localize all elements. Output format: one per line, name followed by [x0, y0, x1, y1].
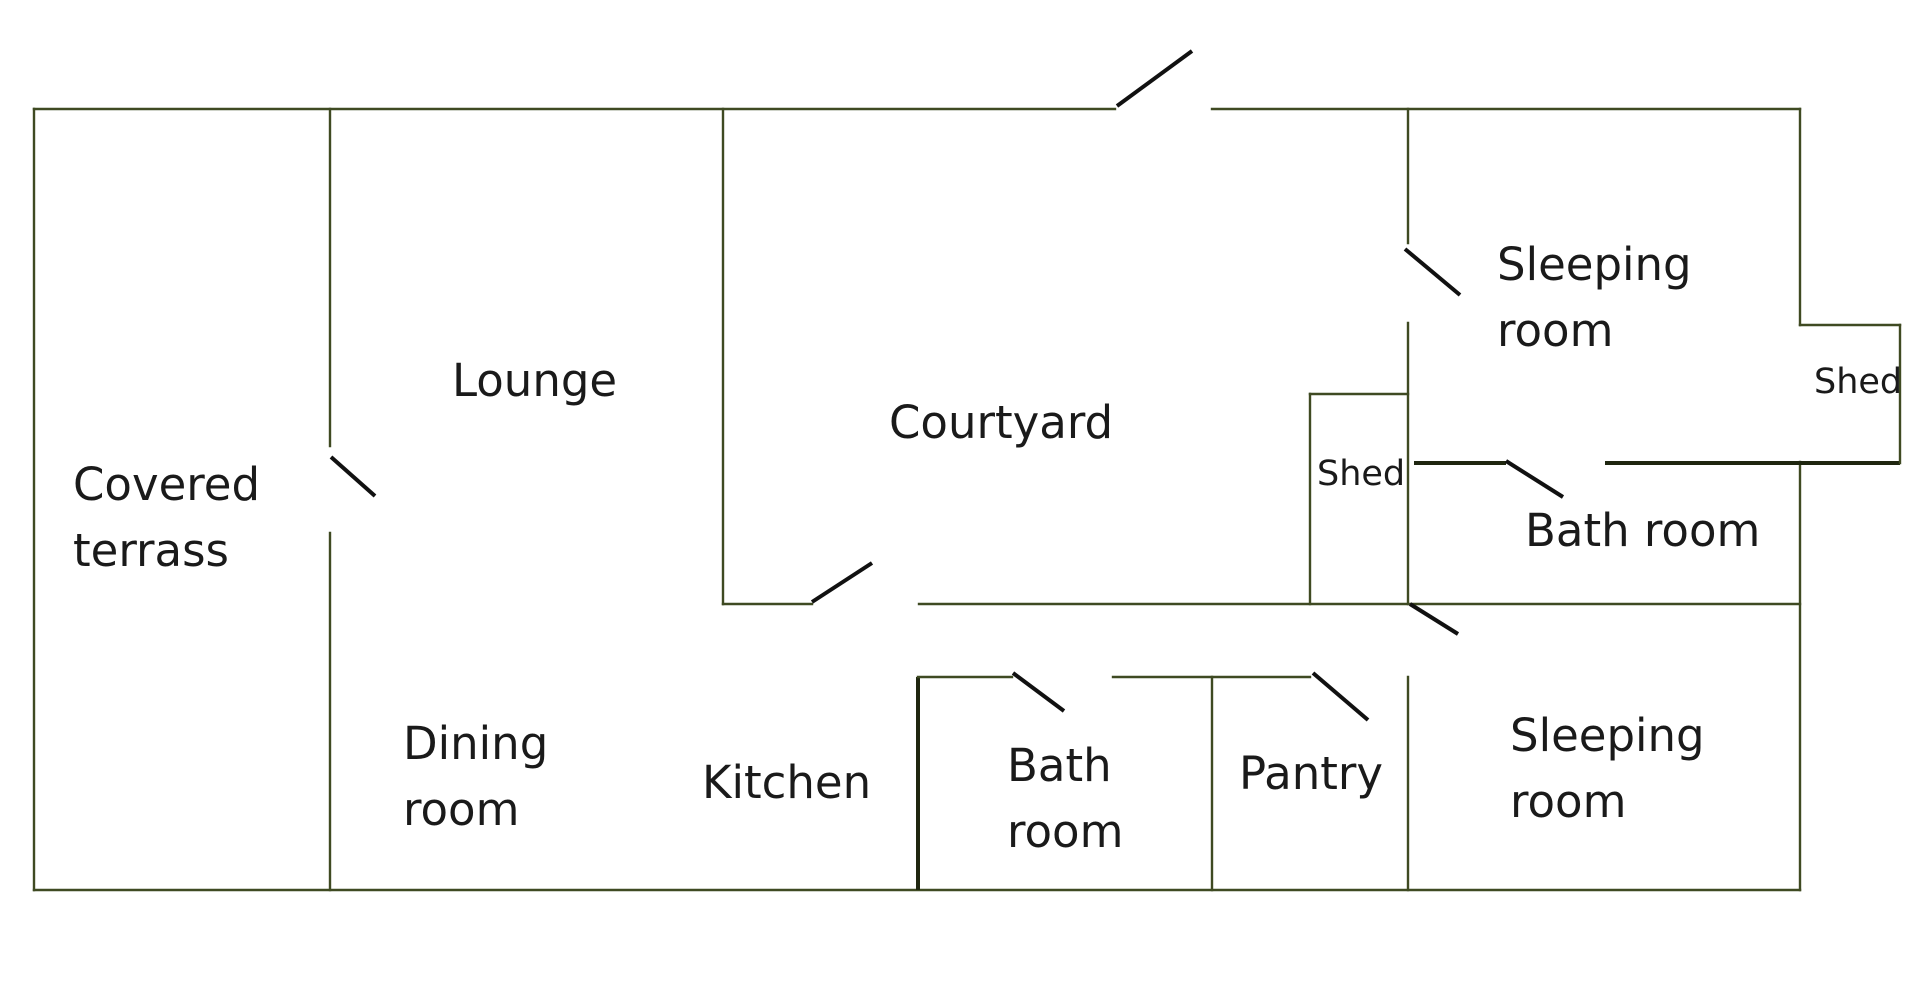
- label-bath-room-right: Bath room: [1525, 504, 1760, 557]
- door-terrace-lounge: [329, 455, 377, 498]
- door-main-entrance: [1115, 49, 1194, 108]
- label-bath-room-bottom-line1: Bath: [1007, 739, 1112, 792]
- door-sleeping-bottom: [1408, 602, 1460, 636]
- interior-walls: [328, 107, 1902, 892]
- door-courtyard-kitchen: [810, 561, 874, 604]
- label-dining-room-line1: Dining: [403, 717, 548, 770]
- label-pantry: Pantry: [1239, 747, 1383, 800]
- label-sleeping-room-top-line1: Sleeping: [1497, 238, 1692, 291]
- label-covered-terrace-line1: Covered: [73, 458, 260, 511]
- label-sleeping-room-bottom-line1: Sleeping: [1510, 709, 1705, 762]
- label-bath-room-bottom-line2: room: [1007, 805, 1123, 858]
- label-dining-room-line2: room: [403, 783, 519, 836]
- label-shed-right: Shed: [1814, 362, 1902, 402]
- label-kitchen: Kitchen: [702, 756, 871, 809]
- door-pantry: [1311, 671, 1370, 722]
- door-courtyard-sleeping-top: [1403, 247, 1462, 297]
- label-lounge: Lounge: [452, 354, 617, 407]
- room-labels: Covered terrass Lounge Courtyard Sleepin…: [73, 238, 1902, 858]
- label-covered-terrace-line2: terrass: [73, 524, 229, 577]
- label-sleeping-room-top-line2: room: [1497, 304, 1613, 357]
- door-sleeping-bathroom: [1504, 459, 1565, 499]
- label-sleeping-room-bottom-line2: room: [1510, 775, 1626, 828]
- label-shed-middle: Shed: [1317, 454, 1405, 494]
- doors: [329, 49, 1565, 722]
- label-courtyard: Courtyard: [889, 396, 1113, 449]
- door-bathroom-bottom: [1011, 671, 1066, 713]
